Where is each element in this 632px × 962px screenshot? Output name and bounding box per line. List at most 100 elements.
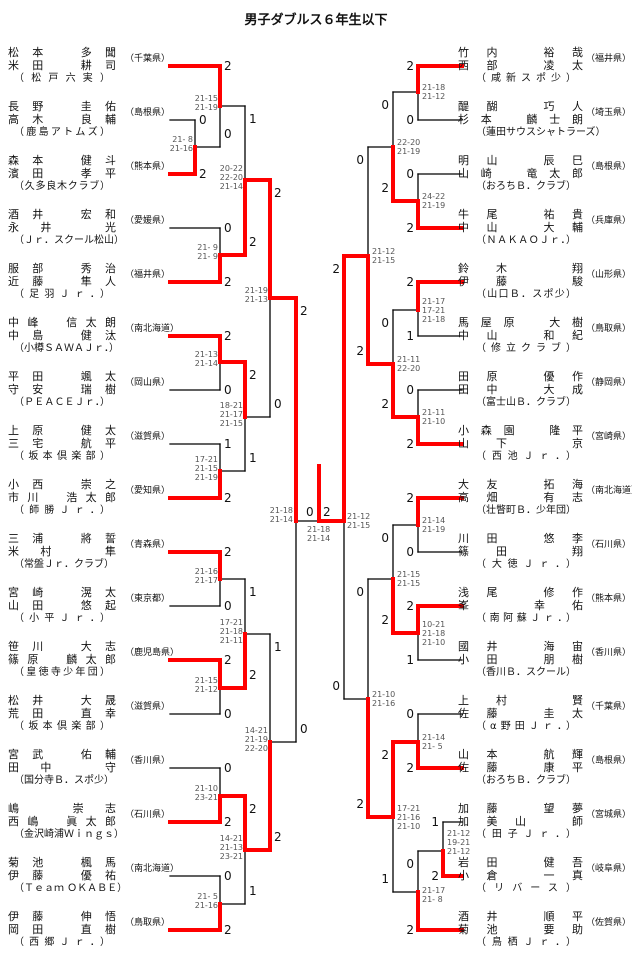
prefecture-label: （石川県） (125, 810, 171, 820)
prefecture-label: （香川県） (125, 756, 171, 766)
game-score: 21-16 (169, 144, 193, 153)
player-1-name: 小森園 隆平 (458, 424, 583, 437)
game-score: 21-19 (194, 103, 218, 112)
club-name: （師勝Ｊｒ．） (14, 505, 110, 516)
prefecture-label: （島根県） (586, 756, 632, 766)
match-result-b: 2 (406, 221, 414, 235)
club-name: （おろちＢ．クラブ） (476, 181, 576, 192)
match-result-b: 1 (249, 884, 257, 898)
player-2-name: 濱田 孝平 (8, 167, 116, 180)
match-result-a: 2 (274, 186, 282, 200)
prefecture-label: （埼玉県） (586, 108, 632, 118)
game-score: 21-17 (422, 886, 446, 895)
prefecture-label: （青森県） (125, 540, 171, 550)
final-result-right: 2 (323, 505, 331, 519)
club-name: （鳥栖Ｊｒ．） (476, 937, 576, 948)
player-2-name: 岡田 直樹 (8, 923, 116, 936)
club-name: （Ｊｒ．スクール松山） (14, 235, 124, 246)
game-score: 10-21 (422, 619, 446, 629)
match-result-b: 0 (224, 707, 232, 721)
prefecture-label: （滋賀県） (125, 432, 171, 442)
game-score: 21- 8 (172, 135, 193, 144)
match-result-b: 0 (300, 722, 308, 736)
match-result-b: 2 (381, 181, 389, 195)
prefecture-label: （千葉県） (125, 54, 171, 64)
match-result-b: 2 (249, 668, 257, 682)
game-score: 21-12 (194, 685, 218, 694)
prefecture-label: （東京都） (125, 594, 171, 604)
game-score: 21-16 (194, 901, 218, 910)
match-result-b: 2 (431, 869, 439, 883)
game-score: 21-12 (447, 829, 471, 838)
player-2-name: 中山 大輔 (458, 221, 583, 234)
club-name: （おろちＢ．クラブ） (476, 775, 576, 786)
club-name: （小樽ＳＡＷＡＪｒ．） (14, 343, 119, 354)
game-score: 21-15 (372, 256, 396, 265)
game-score: 21-15 (219, 418, 243, 428)
club-name: （西池Ｊｒ．） (476, 451, 576, 462)
game-score: 23-21 (194, 793, 218, 802)
game-score: 19-21 (447, 838, 471, 847)
match-result-a: 2 (224, 59, 232, 73)
match-result-b: 0 (332, 679, 340, 693)
prefecture-label: （島根県） (586, 162, 632, 172)
game-score: 21-13 (219, 842, 243, 852)
club-name: （国分寺Ｂ．スポ少） (14, 775, 114, 786)
player-2-name: 市川 浩太郎 (8, 491, 116, 504)
game-score: 21-19 (397, 147, 421, 156)
match-result-b: 2 (224, 491, 232, 505)
club-name: （Ｔｅａｍ ＯＫＡＢＥ） (14, 883, 128, 894)
prefecture-label: （鹿児島県） (125, 648, 180, 658)
club-name: （壮瞥町Ｂ．少年団） (476, 505, 576, 516)
match-result-a: 2 (406, 491, 414, 505)
game-score: 21-10 (422, 637, 446, 647)
match-result-a: 0 (406, 167, 414, 181)
player-2-name: 米田 耕司 (8, 59, 116, 72)
player-1-name: 菊池 楓馬 (8, 856, 116, 869)
game-score: 21-10 (397, 821, 421, 831)
match-result-a: 0 (224, 761, 232, 775)
game-score: 21-15 (194, 94, 218, 103)
match-result-b: 0 (274, 397, 282, 411)
game-score: 21-14 (307, 534, 331, 543)
match-result-a: 2 (224, 653, 232, 667)
match-result-a: 2 (249, 802, 257, 816)
club-name: （松戸六実） (14, 73, 110, 84)
game-score: 21- 8 (422, 895, 443, 904)
club-name: （香川Ｂ．スクール） (476, 667, 576, 678)
prefecture-label: （愛媛県） (125, 216, 171, 226)
page-title: 男子ダブルス６年生以下 (244, 13, 388, 28)
match-result-b: 2 (406, 761, 414, 775)
match-result-a: 1 (249, 112, 257, 126)
player-2-name: 田中 大成 (458, 383, 583, 396)
match-result-b: 2 (224, 923, 232, 937)
club-name: （鹿島アトムズ） (14, 127, 110, 138)
club-name: （蓮田サウスシャトラーズ） (476, 127, 606, 138)
prefecture-label: （福井県） (125, 270, 171, 280)
club-name: （田子Ｊｒ．） (476, 829, 576, 840)
game-score: 21-15 (194, 676, 218, 685)
player-1-name: 平田 颯太 (8, 370, 116, 383)
player-2-name: 篠原 麟太郎 (8, 653, 116, 666)
club-name: （咸新スポ少） (476, 73, 576, 84)
player-2-name: 荒田 直幸 (8, 707, 116, 720)
prefecture-label: （鳥取県） (586, 324, 632, 334)
player-2-name: 小田 朋樹 (458, 653, 583, 666)
match-result-a: 2 (406, 59, 414, 73)
player-2-name: 佐藤 圭太 (458, 707, 583, 720)
